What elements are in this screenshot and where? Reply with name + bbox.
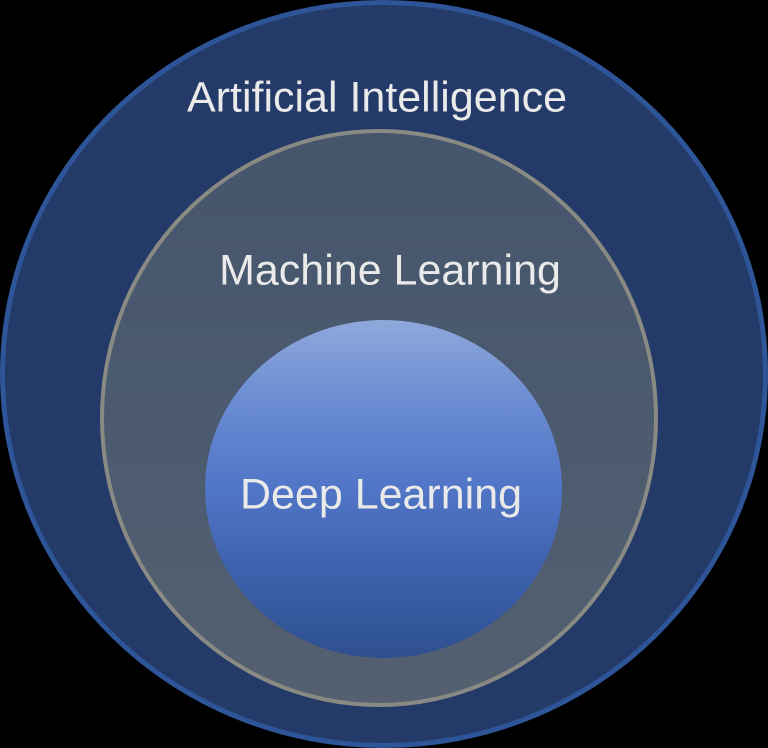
machine-learning-label: Machine Learning [219, 246, 561, 295]
deep-learning-label: Deep Learning [239, 470, 523, 519]
artificial-intelligence-label: Artificial Intelligence [186, 73, 568, 122]
deep-learning-circle [205, 320, 562, 658]
